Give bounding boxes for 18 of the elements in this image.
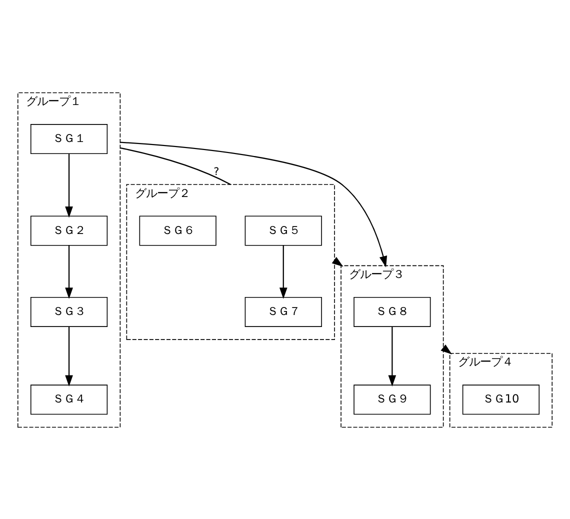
arrow	[388, 326, 396, 386]
arrow	[65, 244, 73, 298]
node-box: ＳＧ10	[462, 384, 540, 414]
node-box: ＳＧ１	[30, 124, 108, 154]
node-box: ＳＧ５	[244, 215, 322, 246]
arrow	[120, 141, 388, 267]
node-box: ＳＧ９	[354, 384, 431, 414]
arrow	[65, 153, 73, 218]
connector	[120, 146, 231, 184]
node-box: ＳＧ２	[30, 215, 108, 246]
edge-label: ?	[214, 166, 220, 178]
node-box: ＳＧ４	[30, 384, 108, 414]
node-box: ＳＧ６	[139, 215, 216, 246]
node-box: ＳＧ３	[30, 296, 108, 326]
arrow	[279, 244, 288, 298]
node-box: ＳＧ７	[244, 296, 322, 326]
arrow	[65, 326, 73, 386]
node-box: ＳＧ８	[354, 296, 431, 326]
